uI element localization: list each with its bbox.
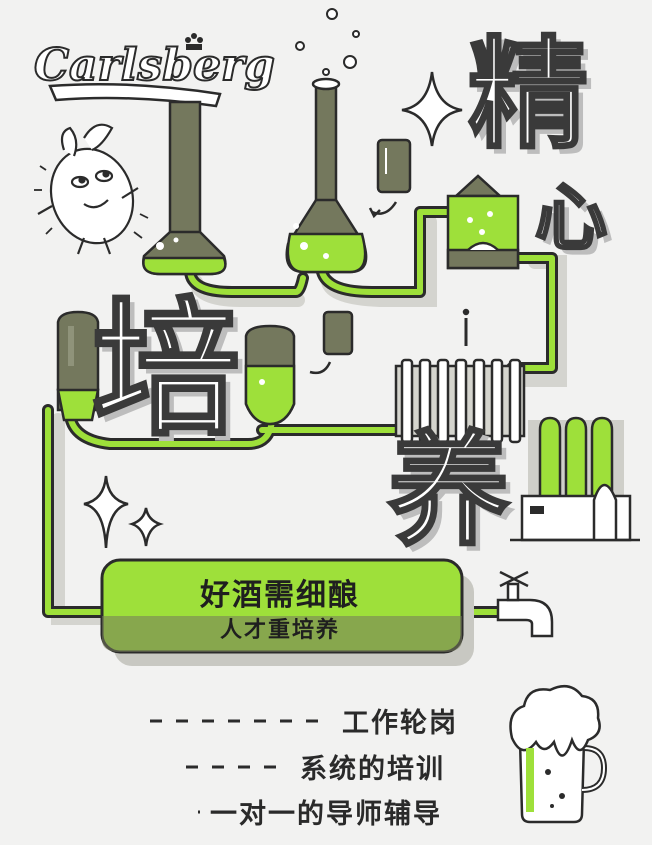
headline-char-xin: 心	[533, 176, 608, 260]
slogan-box	[100, 558, 474, 666]
slogan: 好酒需细酿 人才重培养	[100, 562, 460, 654]
headline-char-jing: 精	[467, 26, 590, 165]
headline-char-pei: 培	[91, 284, 242, 456]
lauter-tank-icon	[446, 174, 520, 270]
small-beaker-mid-icon	[309, 310, 354, 375]
list-item-job-rotation: 工作轮岗	[342, 708, 458, 739]
slogan-sub: 人才重培养	[219, 618, 340, 643]
hop-mascot-icon	[34, 123, 149, 255]
brand-name: Carlsberg	[34, 40, 275, 91]
factory-silos-icon	[510, 416, 640, 542]
slogan-main: 好酒需细酿	[200, 578, 360, 613]
dashed-leaders	[150, 719, 330, 814]
bubbles	[295, 8, 360, 76]
erlenmeyer-flask-icon	[285, 77, 368, 274]
list-item-systematic-training: 系统的培训	[300, 754, 445, 785]
faucet-icon	[496, 570, 554, 638]
carlsberg-logo: Carlsberg	[33, 33, 276, 108]
sparkle-icons	[83, 71, 463, 549]
storage-tank-left-icon	[56, 310, 100, 422]
crown-icon	[185, 33, 203, 50]
fermentation-tank-icon	[244, 324, 296, 426]
beer-mug-icon	[509, 684, 608, 824]
chiller-coil-icon	[394, 308, 526, 444]
funnel-tank-icon	[142, 100, 227, 276]
small-beaker-icon	[368, 138, 412, 219]
list-item-mentoring: 一对一的导师辅导	[210, 799, 442, 830]
headline-char-yang: 养	[387, 420, 512, 562]
